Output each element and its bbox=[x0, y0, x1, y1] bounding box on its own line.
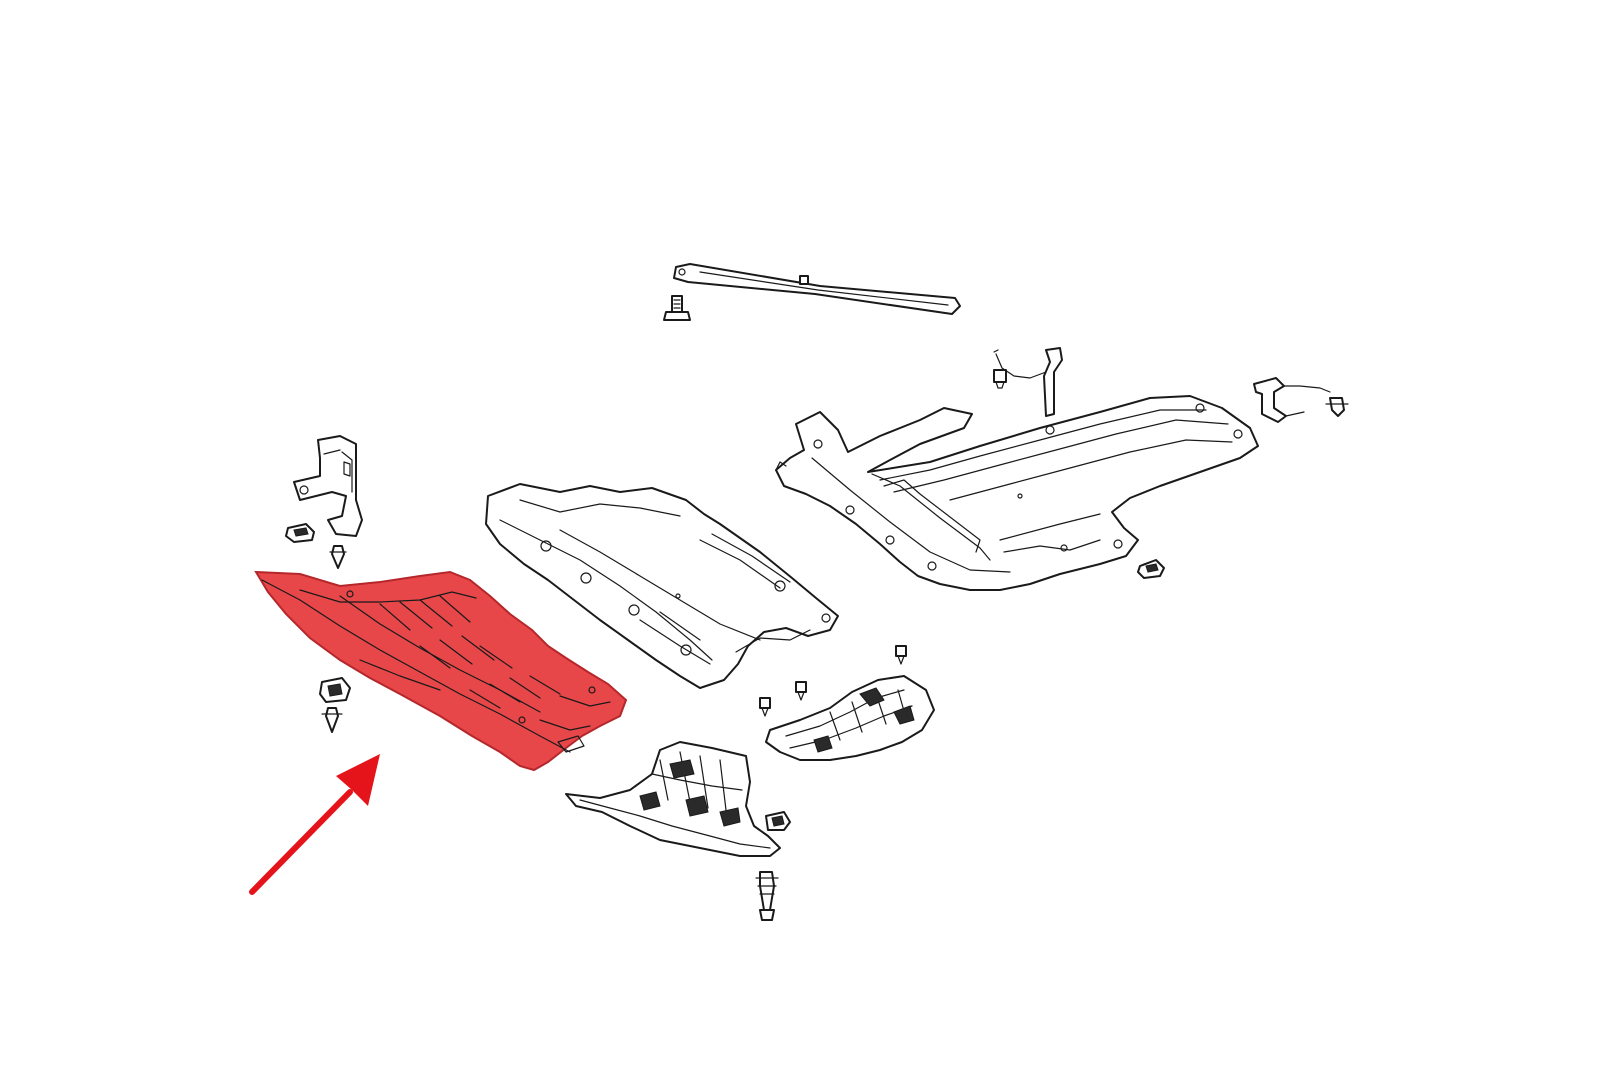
push-rivet-front bbox=[755, 871, 779, 921]
screw-center-1 bbox=[895, 645, 907, 665]
clip-nut-lower-left bbox=[319, 677, 351, 703]
cross-brace-bar bbox=[673, 263, 961, 315]
screw-center-3 bbox=[759, 697, 771, 717]
rear-underbody-panel bbox=[775, 395, 1259, 591]
screw-lower-left bbox=[321, 707, 343, 733]
front-left-bracket bbox=[293, 435, 363, 537]
screw-center-2 bbox=[795, 681, 807, 701]
brace-bolt bbox=[663, 295, 691, 321]
screw-upper-left bbox=[329, 545, 347, 569]
front-splash-shield bbox=[565, 741, 781, 857]
center-transmission-shield bbox=[485, 483, 839, 689]
rear-center-bolt bbox=[993, 369, 1007, 389]
pointer-arrow bbox=[249, 754, 380, 895]
rear-right-bolt bbox=[1325, 397, 1349, 417]
clip-nut-front bbox=[765, 811, 791, 831]
rear-center-bracket bbox=[993, 347, 1063, 417]
clip-nut-rear bbox=[1137, 559, 1165, 579]
rear-right-bracket bbox=[1253, 377, 1331, 423]
side-shield-right bbox=[765, 675, 935, 761]
clip-nut-upper-left bbox=[285, 523, 315, 543]
front-engine-undershield-highlighted bbox=[254, 570, 628, 772]
